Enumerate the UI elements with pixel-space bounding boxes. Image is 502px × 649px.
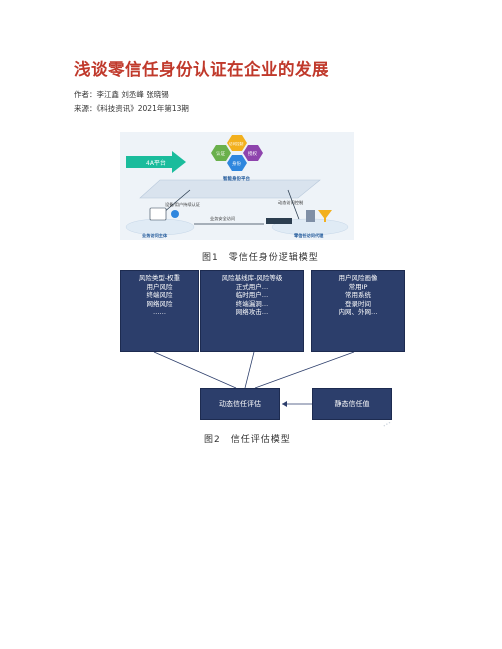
auth-hexagon: [211, 145, 231, 161]
dynamic-trust-box: 动态信任评估: [200, 388, 280, 420]
connector-box1: [153, 351, 237, 389]
trust-platform-label: 智能身份平台: [223, 175, 250, 182]
user-risk-line: 用户风险画像: [338, 274, 378, 282]
risk-type-box: 风险类型-权重 用户风险 终端风险 网络风险 ……: [120, 270, 199, 352]
static-trust-box: 静态信任值: [312, 388, 392, 420]
user-risk-line: 常用IP: [348, 282, 368, 291]
risk-type-line: 风险类型-权重: [138, 274, 181, 282]
risk-baseline-line: 终端漏洞…: [235, 299, 269, 308]
risk-type-line: 终端风险: [146, 291, 173, 300]
risk-baseline-line: 正式用户…: [235, 282, 269, 291]
figure2-caption: 图2 信任评估模型: [204, 435, 291, 445]
figure1-caption: 图1 零信任身份逻辑模型: [202, 253, 319, 263]
risk-baseline-line: 风险基线库-风险等级: [221, 274, 283, 282]
article-title: 浅谈零信任身份认证在企业的发展: [74, 60, 329, 79]
user-risk-profile-box: 用户风险画像 常用IP 常用系统 登录时间 内网、外网…: [311, 270, 405, 352]
figure2-diagram: ••• 风险类型-权重 用户风险 终端风险 网络风险 …… 风险基线库-风险等级…: [120, 270, 405, 430]
static-arrow-head: [282, 401, 287, 407]
figure1-svg: 4A平台 访问控制 认证 授权 身份 智能身份平台 设备/用户持续认证 动态访问…: [125, 135, 349, 239]
risk-baseline-box: 风险基线库-风险等级 正式用户… 临时用户… 终端漏洞… 网络攻击…: [200, 270, 304, 352]
user-risk-line: 内网、外网…: [338, 308, 378, 317]
authorize-hexagon: [243, 145, 263, 161]
figure2-connectors: •••: [153, 351, 393, 430]
funnel-icon: [318, 210, 332, 222]
proxy-device-icon: [266, 218, 292, 224]
connector-box3: [254, 351, 355, 389]
laptop-icon: [149, 207, 167, 221]
account-hex-label: 身份: [232, 160, 241, 167]
risk-type-line: 用户风险: [146, 282, 173, 291]
account-hexagon: [227, 155, 247, 171]
top-hexagon: [227, 135, 247, 151]
right-base-label: 零信任访问代理: [294, 232, 324, 239]
watermark: •••: [382, 420, 393, 430]
risk-type-line: 网络风险: [146, 299, 173, 308]
user-risk-line: 登录时间: [345, 299, 371, 308]
figure1-illustration: 4A平台 访问控制 认证 授权 身份 智能身份平台 设备/用户持续认证 动态访问…: [120, 132, 354, 240]
user-risk-line: 常用系统: [345, 291, 371, 300]
middle-label: 业务安全访问: [210, 215, 235, 222]
risk-type-line: ……: [153, 308, 166, 317]
left-arrow-label: 设备/用户持续认证: [165, 201, 201, 208]
right-connector: [287, 189, 301, 223]
static-trust-label: 静态信任值: [334, 400, 370, 408]
connector-box2: [244, 351, 255, 389]
source-line: 来源：《科技资讯》2021年第13期: [74, 104, 189, 113]
dynamic-trust-label: 动态信任评估: [219, 400, 261, 408]
auth-hex-label: 认证: [216, 150, 225, 157]
right-arrow-label: 动态访问控制: [278, 199, 303, 206]
authorize-hex-label: 授权: [248, 150, 257, 157]
platform-arrow-label: 4A平台: [146, 159, 166, 167]
platform-plane: [139, 179, 321, 199]
top-hex-label: 访问控制: [229, 141, 244, 146]
risk-baseline-line: 临时用户…: [235, 291, 269, 300]
authors-line: 作者：李江鑫 刘丞峰 张晓锡: [74, 90, 169, 99]
user-icon: [171, 210, 179, 218]
left-base-label: 业务访问主体: [142, 232, 168, 239]
platform-arrow: [126, 151, 186, 173]
server-icon: [306, 210, 315, 222]
risk-baseline-line: 网络攻击…: [235, 308, 269, 317]
